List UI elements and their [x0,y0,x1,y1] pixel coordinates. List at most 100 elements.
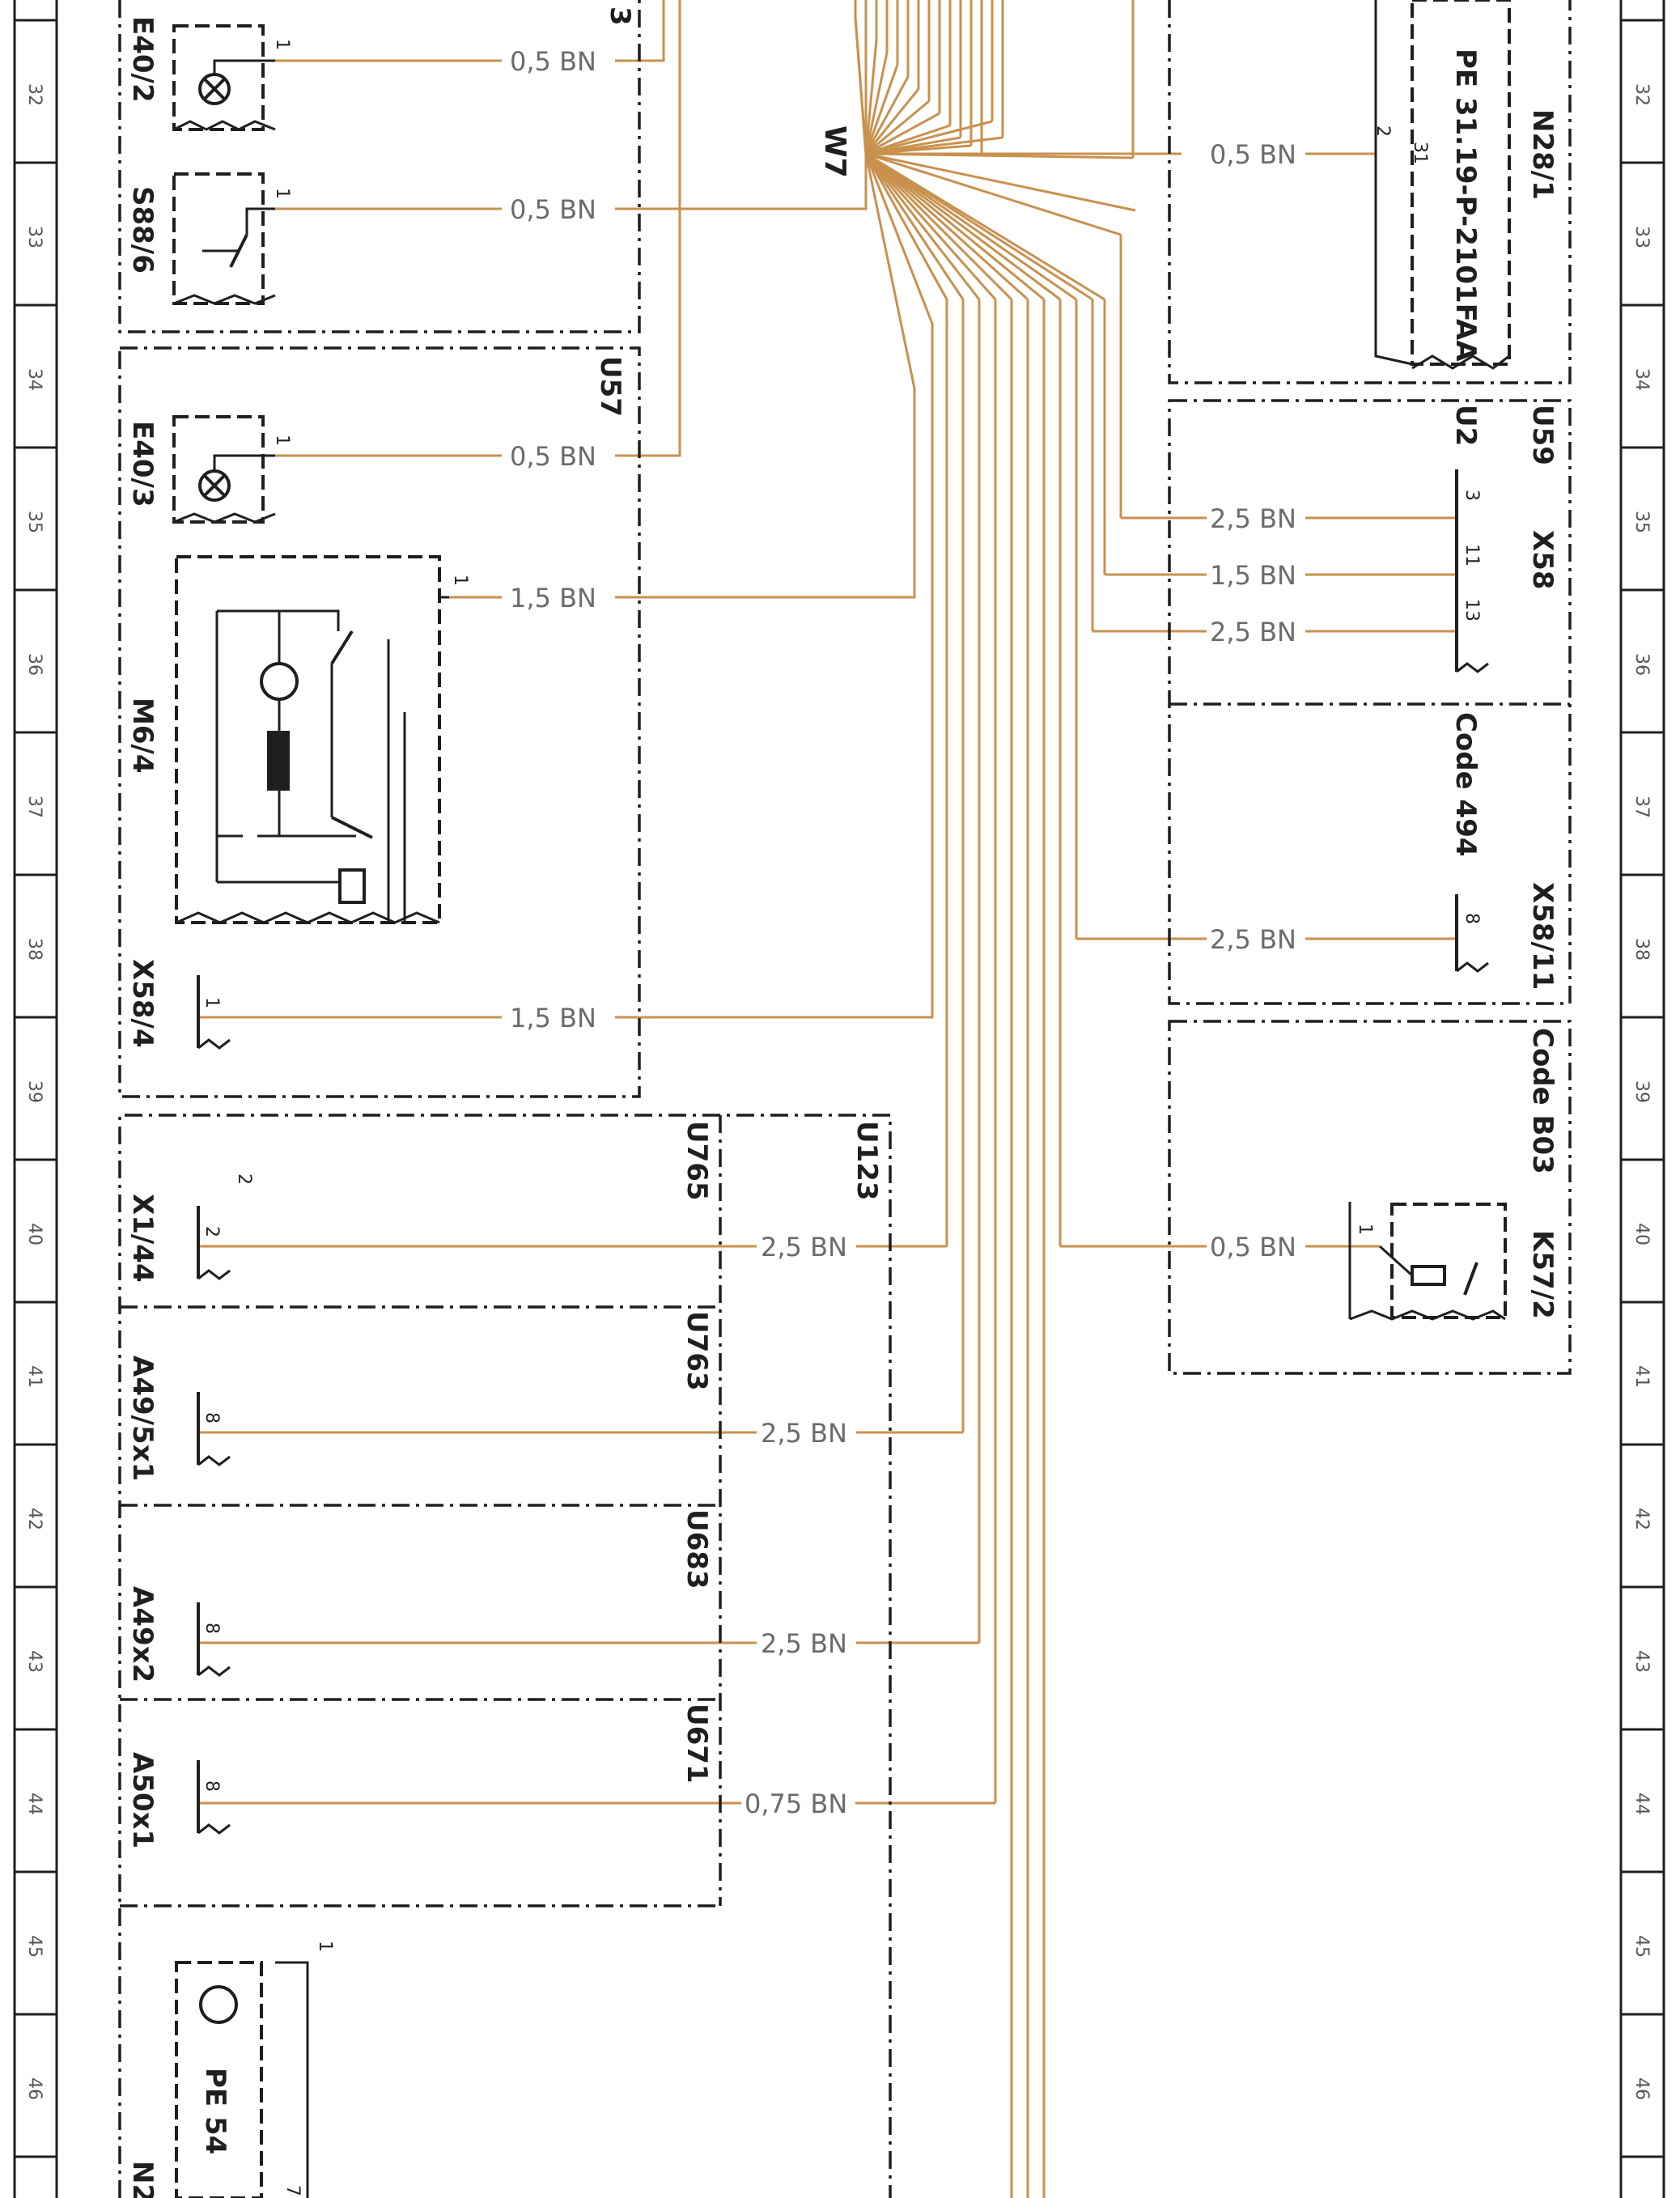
pin-label: 1 [315,1941,335,1952]
module-label-u57: U57 [594,356,626,417]
wire-label: 2,5 BN [761,1232,847,1262]
component-label-n28-1: N28/1 [1526,109,1559,200]
grid-row-number-left: 43 [24,1650,45,1673]
grid-row-number-right: 39 [1631,1080,1652,1103]
component-label-x58-4: X58/4 [126,959,159,1048]
left-grid-strip [13,0,58,2198]
component-label-pe-ref: PE 31.19-P-2101FAA [1449,49,1482,362]
module-box-u123 [118,1114,892,2198]
wire-label: 0,5 BN [1210,1232,1296,1262]
grid-row-number-left: 37 [24,796,45,818]
pin-label: 11 [1462,544,1482,566]
pin-label: 2 [202,1226,222,1237]
grid-row-number-left: 36 [24,653,45,676]
wire-label: 0,5 BN [510,194,596,225]
grid-row-number-right: 36 [1631,653,1652,676]
connector-icon-x58-11 [1455,894,1489,973]
module-label-u763: U763 [681,1311,713,1391]
module-label-u59: U59 [1526,405,1559,465]
wire-label-bg [757,1416,856,1449]
component-label-s88-6: S88/6 [126,186,159,274]
wire-label: 2,5 BN [1210,503,1296,534]
grid-row-number-right: 46 [1631,2077,1652,2100]
component-label-a50x1: A50x1 [126,1752,159,1848]
connector-icon-x58-4 [197,975,231,1050]
motor-icon-m6-4 [175,555,449,924]
wire-label-bg [757,1627,856,1659]
grid-row-number-right: 42 [1631,1508,1652,1530]
component-label-k57-2: K57/2 [1526,1230,1559,1319]
pin-label: 1 [272,435,292,446]
pin-label: 2 [1372,125,1393,137]
wire-label: 1,5 BN [510,1003,596,1033]
transistor-icon-bottom [175,1961,309,2198]
pin-label: 7 [282,2185,303,2196]
grid-row-number-left: 42 [24,1508,45,1530]
component-label-a49x2: A49x2 [126,1586,159,1682]
grid-row-number-right: 44 [1631,1793,1652,1815]
grid-row-number-left: 33 [24,226,45,248]
grid-row-number-right: 43 [1631,1650,1652,1673]
grid-row-number-right: 45 [1631,1935,1652,1958]
wire-label-bg [507,581,605,613]
switch-icon-s88-6 [172,172,276,305]
grid-ticks [15,19,1664,2158]
module-label-u2: U2 [1449,405,1482,446]
module-box-top-left [118,0,641,333]
component-label-pe54: PE 54 [199,2068,231,2154]
module-label-u765: U765 [681,1121,713,1201]
wire-label-bg [741,1787,855,1819]
connector-icon-x1-44 [197,1206,231,1280]
wire-label-bg [757,1230,856,1262]
wire-label: 0,5 BN [510,441,596,472]
wire-label-bg [1207,138,1305,170]
relay-icon-k57-2 [1348,1202,1507,1321]
wire-label: 2,5 BN [1210,617,1296,647]
grid-row-number-left: 35 [24,511,45,533]
component-label-x58: X58 [1526,530,1559,590]
lamp-icon-e40-3 [172,415,276,524]
wire-label-bg [1207,923,1305,955]
grid-row-number-left: 44 [24,1793,45,1815]
module-label-u683: U683 [681,1509,713,1589]
component-label-x58-11: X58/11 [1526,882,1559,990]
connector-icon-a49x2 [197,1602,231,1677]
grid-row-number-left: 41 [24,1365,45,1388]
grid-row-number-left: 39 [24,1080,45,1103]
wire-label-bg [507,439,605,472]
grid-row-number-right: 41 [1631,1365,1652,1388]
module-label-code-b03: Code B03 [1526,1028,1559,1174]
pin-label: 1 [450,575,470,586]
right-grid-strip [1619,0,1665,2198]
component-label-e40-3: E40/3 [126,421,159,507]
grid-row-number-left: 45 [24,1935,45,1958]
module-box-code-b03 [1168,1020,1572,1375]
wire-label-bg [1207,615,1305,647]
connector-icon-n28-1 [1374,0,1511,370]
connector-icon-a50x1 [197,1760,231,1835]
pin-label: 8 [202,1780,222,1792]
grid-row-number-right: 38 [1631,938,1652,961]
wire-label-bg [507,1001,605,1033]
pin-label: 13 [1462,599,1482,622]
pin-label: 1 [272,188,292,199]
pin-label: 1 [202,997,222,1008]
module-label-code-494: Code 494 [1449,712,1482,857]
wire-label: 1,5 BN [510,583,596,613]
wire-label-bg [1207,558,1305,591]
component-label-a49-5x1: A49/5x1 [126,1356,159,1481]
wire-label: 2,5 BN [761,1628,847,1659]
wire-label: 0,75 BN [745,1789,847,1819]
pin-label: 1 [1355,1224,1375,1235]
wire-label: 0,5 BN [1210,139,1296,170]
grid-row-number-left: 34 [24,368,45,391]
component-label-e40-2: E40/2 [126,16,159,103]
grid-row-number-left: 40 [24,1223,45,1245]
grid-row-number-right: 32 [1631,83,1652,106]
wires [198,0,1457,2198]
grid-row-number-right: 35 [1631,511,1652,533]
wire-label: 2,5 BN [761,1418,847,1449]
wire-label: 2,5 BN [1210,924,1296,955]
